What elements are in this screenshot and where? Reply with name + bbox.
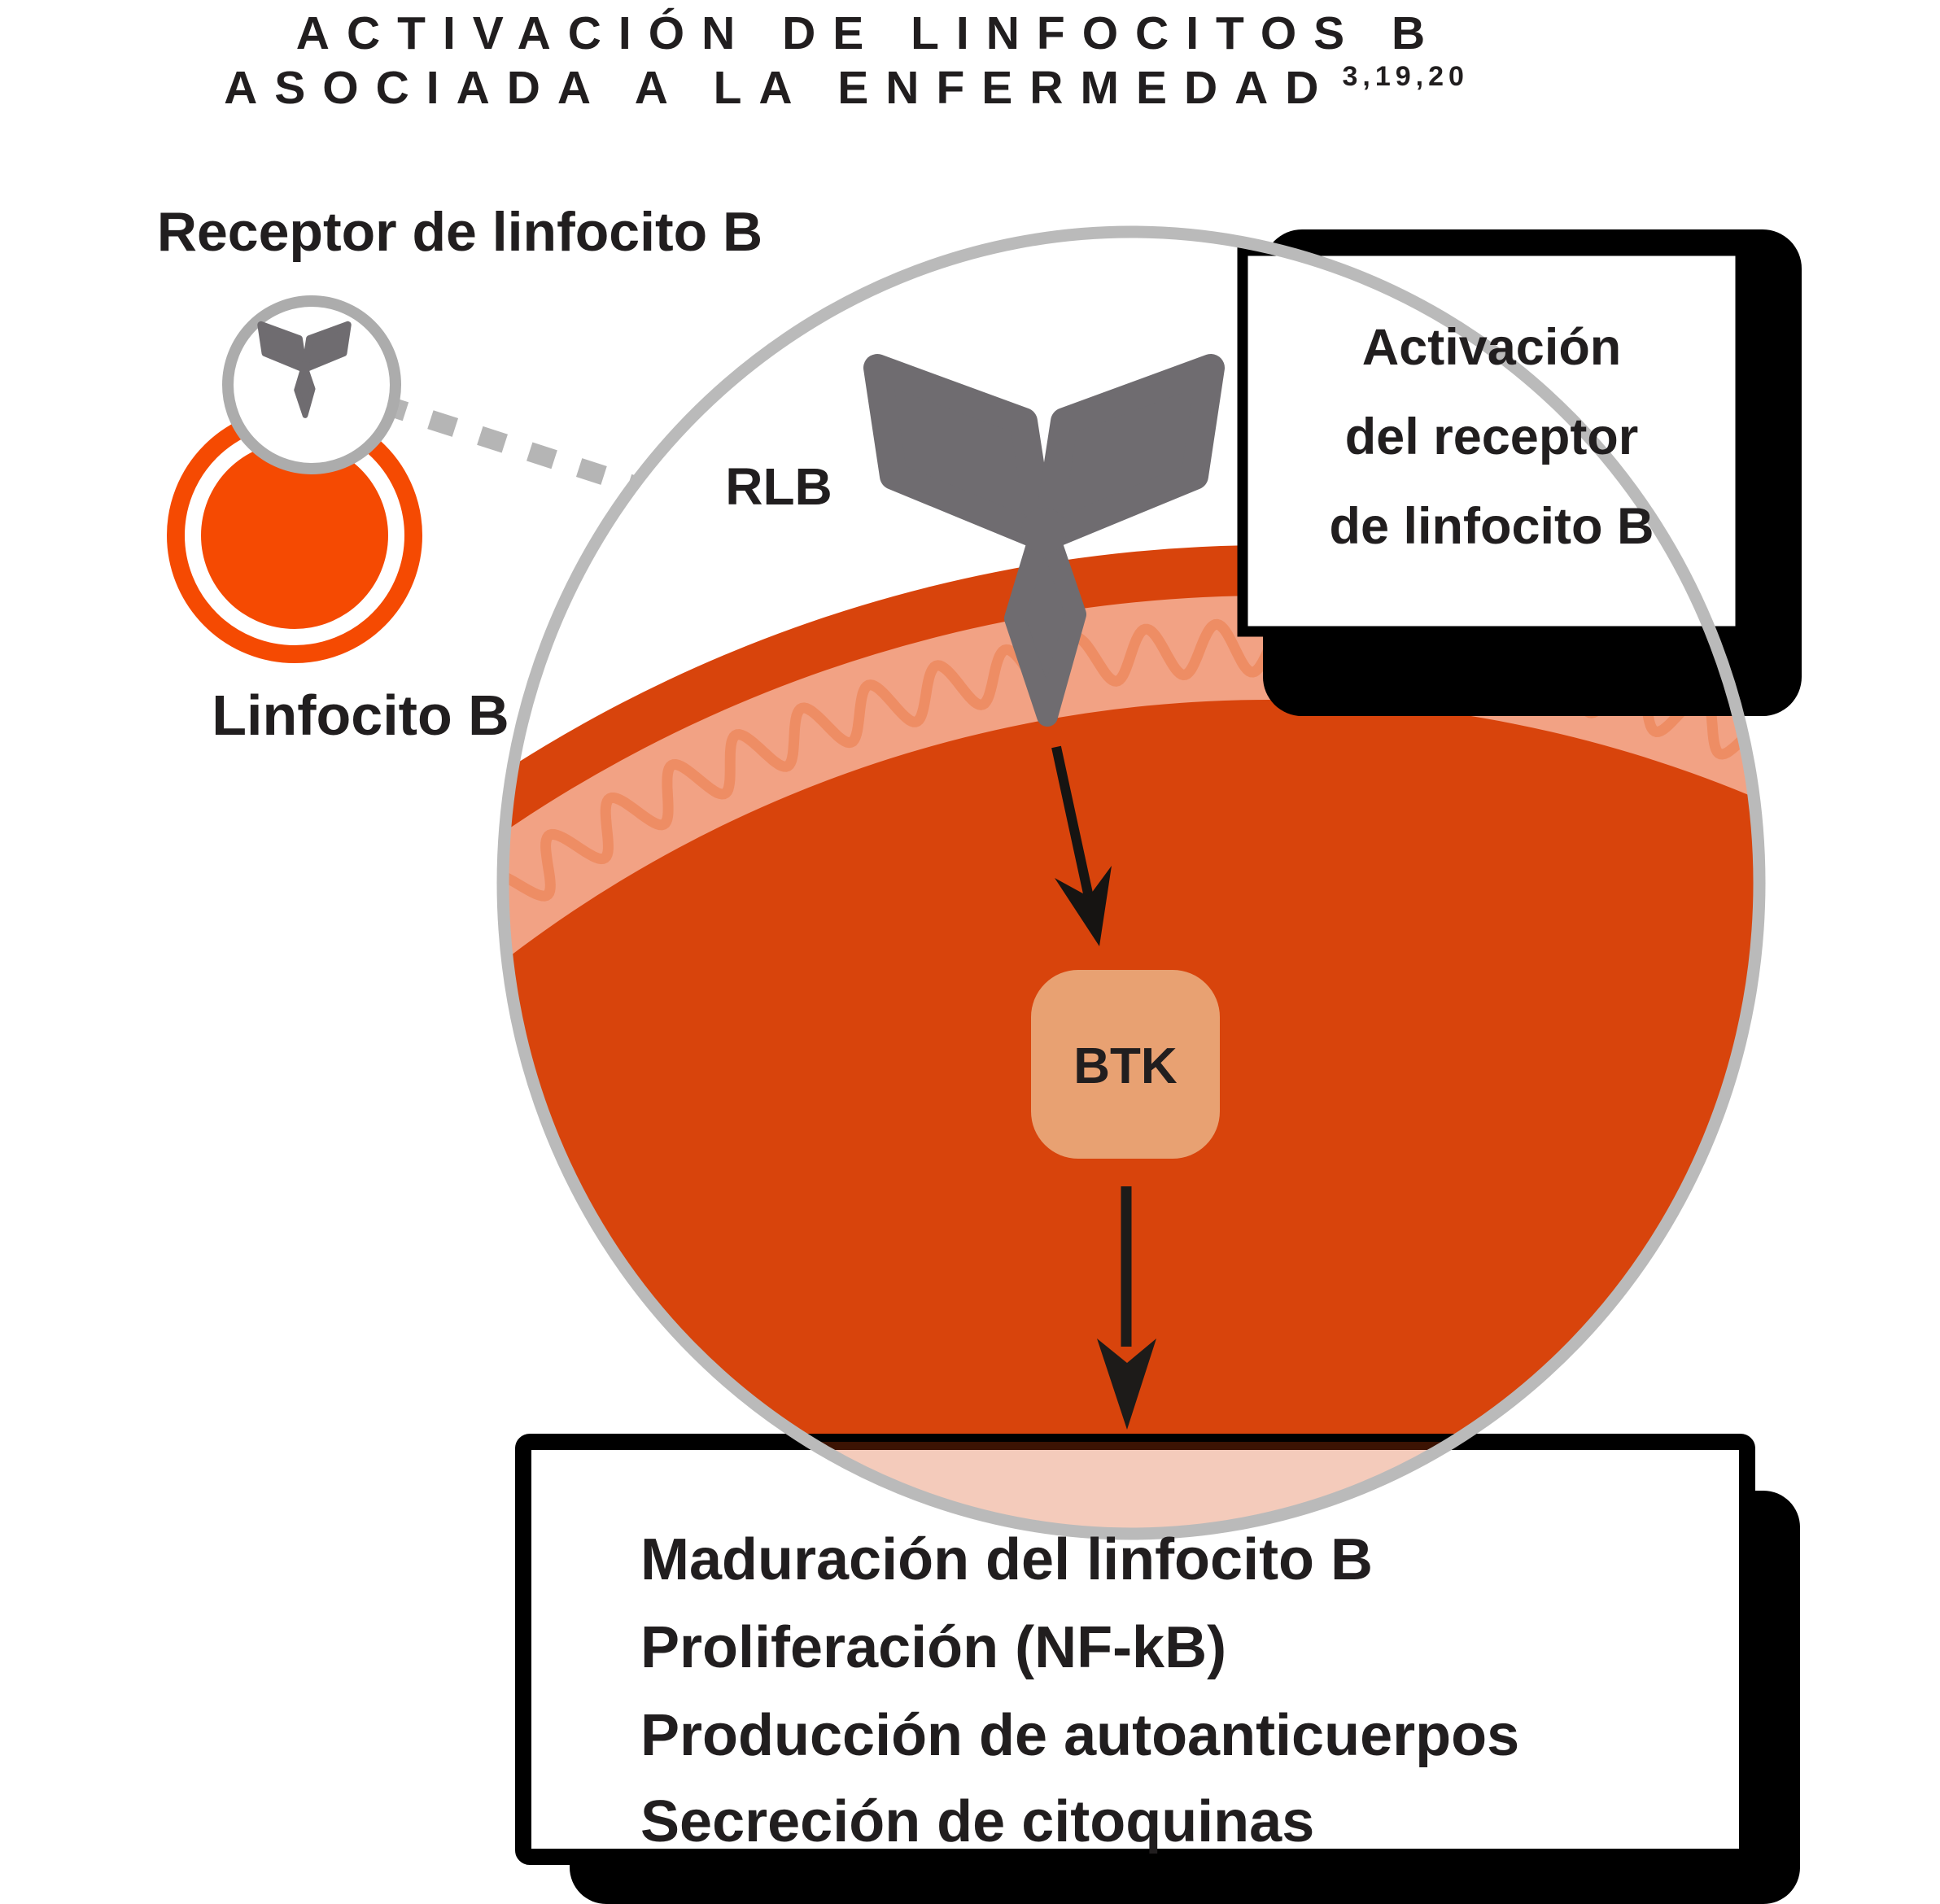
activation-box xyxy=(1237,245,1746,637)
outcome-item-2: Proliferación (NF-kB) xyxy=(640,1615,1226,1680)
outcome-item-3: Producción de autoanticuerpos xyxy=(640,1703,1519,1768)
btk-node xyxy=(1031,970,1220,1159)
magnified-circle-outline xyxy=(496,225,1766,1540)
signal-arrow-1-line xyxy=(1051,745,1095,906)
inset-cell-body xyxy=(201,442,388,629)
outcomes-box xyxy=(515,1434,1755,1865)
page-title-references: 3,19,20 xyxy=(1342,61,1468,92)
btk-label: BTK xyxy=(1073,1038,1178,1094)
page-title-line-2-text: ASOCIADA A LA ENFERMEDAD xyxy=(224,62,1335,114)
receptor-label: Receptor de linfocito B xyxy=(157,201,762,263)
activation-box-line-2: del receptor xyxy=(1345,408,1639,465)
signal-arrow-1-head xyxy=(1055,866,1112,946)
activation-box-line-3: de linfocito B xyxy=(1330,498,1654,555)
signal-arrow-2-head xyxy=(1097,1338,1156,1430)
rlb-label: RLB xyxy=(725,457,832,516)
activation-box-line-1: Activación xyxy=(1362,319,1622,376)
linfocito-b-label: Linfocito B xyxy=(212,683,509,747)
page-title-line-1: ACTIVACIÓN DE LINFOCITOS B xyxy=(296,7,1442,59)
magnification-dashed-line xyxy=(378,394,636,495)
outcome-item-1: Maduración del linfocito B xyxy=(640,1527,1373,1592)
outcome-item-4: Secreción de citoquinas xyxy=(640,1789,1314,1854)
